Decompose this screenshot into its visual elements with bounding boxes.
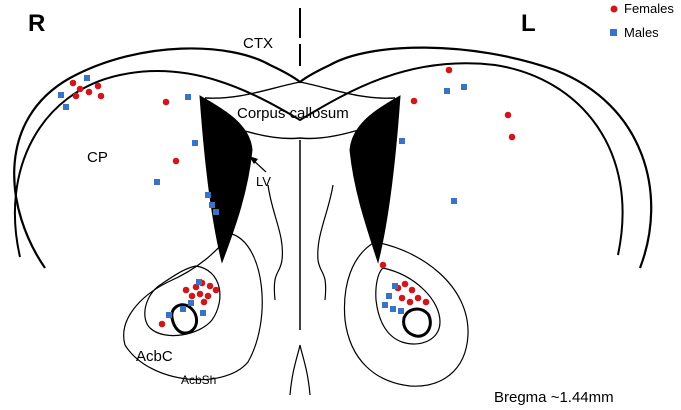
male-marker bbox=[209, 202, 215, 208]
male-marker bbox=[180, 306, 186, 312]
ctx-label: CTX bbox=[243, 35, 273, 52]
female-marker bbox=[379, 261, 387, 269]
female-marker bbox=[508, 133, 516, 141]
outer-cortex-outline bbox=[13, 46, 653, 269]
female-marker bbox=[76, 85, 84, 93]
female-marker bbox=[398, 294, 406, 302]
female-marker bbox=[182, 286, 190, 294]
male-marker bbox=[63, 104, 69, 110]
female-marker bbox=[172, 157, 180, 165]
male-marker bbox=[451, 198, 457, 204]
lateral-ventricle-left bbox=[349, 95, 401, 264]
male-marker bbox=[166, 312, 172, 318]
female-marker bbox=[212, 286, 220, 294]
male-marker bbox=[205, 192, 211, 198]
acbsh-right-outline bbox=[123, 233, 263, 381]
female-marker bbox=[504, 111, 512, 119]
male-marker bbox=[84, 75, 90, 81]
female-marker bbox=[69, 79, 77, 87]
female-marker bbox=[162, 98, 170, 106]
lv-label: LV bbox=[256, 174, 271, 189]
male-marker bbox=[200, 310, 206, 316]
female-marker bbox=[406, 298, 414, 306]
male-marker bbox=[188, 300, 194, 306]
female-marker bbox=[410, 97, 418, 105]
anterior-commissure-left bbox=[402, 307, 432, 338]
female-marker bbox=[196, 290, 204, 298]
hemisphere-label-right: R bbox=[28, 10, 45, 37]
male-marker bbox=[213, 209, 219, 215]
anterior-commissure-right bbox=[170, 303, 198, 335]
acbc-left-outline bbox=[375, 267, 441, 345]
female-marker bbox=[85, 88, 93, 96]
male-markers bbox=[58, 75, 467, 318]
corpus-callosum-band bbox=[204, 81, 396, 99]
female-marker bbox=[422, 298, 430, 306]
legend-females-label: Females bbox=[624, 1, 674, 16]
female-marker bbox=[97, 92, 105, 100]
septum-left-curve bbox=[267, 184, 284, 301]
female-marker bbox=[445, 66, 453, 74]
male-marker bbox=[444, 88, 450, 94]
female-marker bbox=[72, 92, 80, 100]
septum-right-curve bbox=[317, 184, 334, 301]
inner-cortex-outline bbox=[13, 62, 624, 258]
lv-arrowhead bbox=[249, 156, 258, 164]
male-marker bbox=[398, 308, 404, 314]
female-marker bbox=[206, 282, 214, 290]
female-marker bbox=[158, 320, 166, 328]
cp-label: CP bbox=[87, 149, 108, 166]
male-marker bbox=[196, 279, 202, 285]
female-marker bbox=[401, 280, 409, 288]
male-marker bbox=[461, 84, 467, 90]
lateral-ventricle-right bbox=[199, 95, 253, 264]
female-marker bbox=[414, 294, 422, 302]
female-marker bbox=[204, 292, 212, 300]
corpus-callosum-label: Corpus callosum bbox=[237, 105, 349, 122]
female-marker bbox=[94, 82, 102, 90]
female-marker bbox=[192, 283, 200, 291]
male-marker bbox=[390, 306, 396, 312]
legend-females-marker bbox=[610, 5, 618, 13]
female-marker bbox=[200, 298, 208, 306]
acbc-label: AcbC bbox=[136, 348, 173, 365]
male-marker bbox=[192, 140, 198, 146]
acbsh-left-outline bbox=[343, 241, 469, 387]
male-marker bbox=[399, 138, 405, 144]
male-marker bbox=[185, 94, 191, 100]
male-marker bbox=[382, 302, 388, 308]
legend-males-marker bbox=[610, 29, 617, 36]
corpus-callosum-lower bbox=[234, 127, 366, 140]
male-marker bbox=[392, 283, 398, 289]
hemisphere-label-left: L bbox=[521, 10, 536, 37]
female-marker bbox=[188, 292, 196, 300]
male-marker bbox=[386, 293, 392, 299]
female-marker bbox=[408, 286, 416, 294]
acbc-right-outline bbox=[144, 265, 221, 337]
bregma-label: Bregma ~1.44mm bbox=[494, 389, 614, 406]
legend: Females Males bbox=[610, 1, 674, 40]
legend-males-label: Males bbox=[624, 25, 659, 40]
acbsh-label: AcbSh bbox=[181, 373, 216, 387]
male-marker bbox=[58, 92, 64, 98]
male-marker bbox=[154, 179, 160, 185]
midline-base bbox=[289, 344, 311, 396]
